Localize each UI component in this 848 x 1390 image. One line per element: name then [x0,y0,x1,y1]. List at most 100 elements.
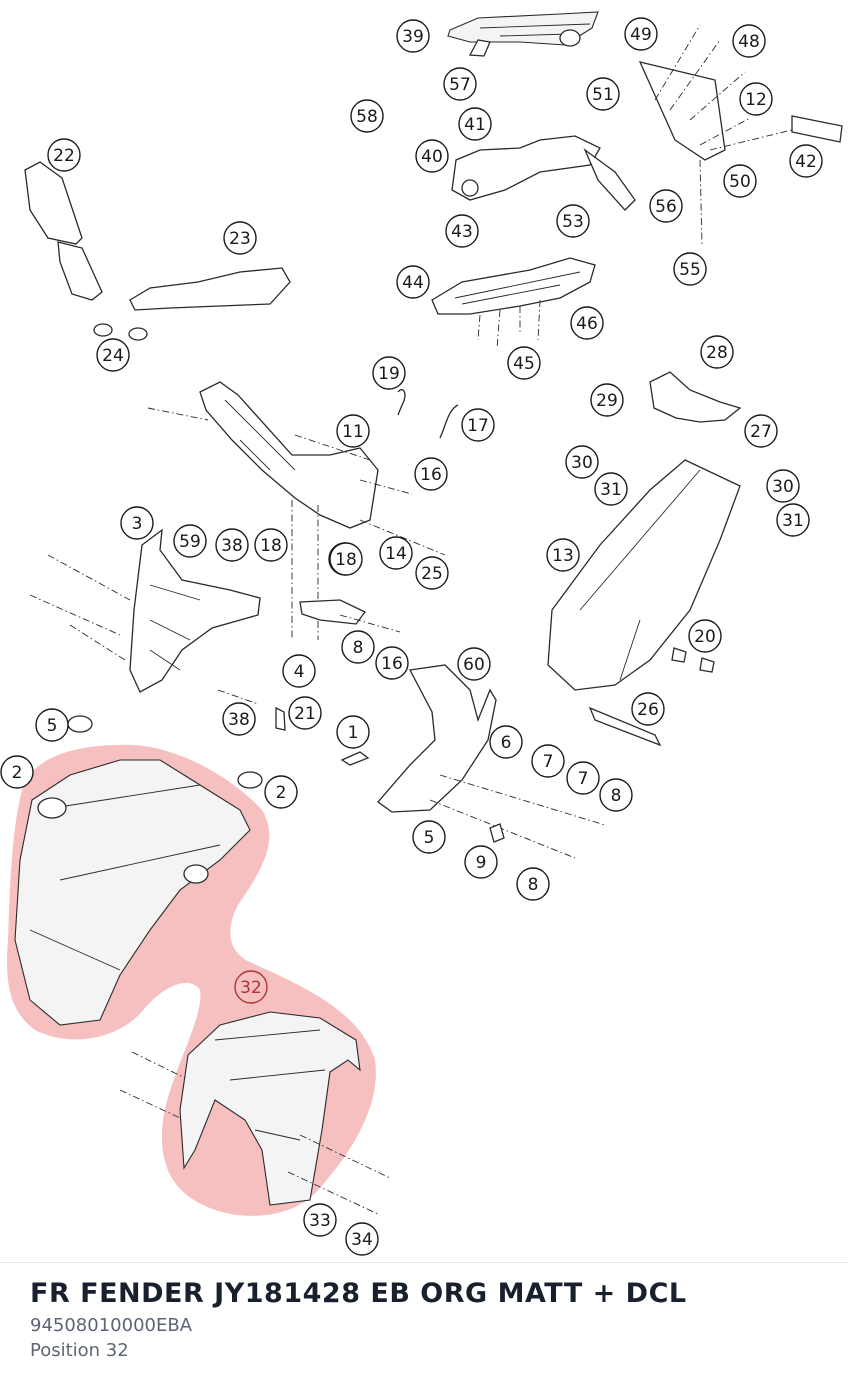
rear-view-mirrors [24,161,291,341]
callout-38[interactable]: 38 [215,528,249,562]
callout-14[interactable]: 14 [379,536,413,570]
callout-8[interactable]: 8 [341,630,375,664]
callout-circle [586,77,620,111]
callout-16[interactable]: 16 [375,646,409,680]
callout-number: 4 [294,662,305,682]
callout-circle [723,164,757,198]
callout-circle [350,99,384,133]
callout-11[interactable]: 11 [336,414,370,448]
callout-48[interactable]: 48 [732,24,766,58]
callout-circle [345,1222,379,1256]
callout-8[interactable]: 8 [599,778,633,812]
callout-circle [336,414,370,448]
callout-circle [458,107,492,141]
callout-circle [414,457,448,491]
callout-number: 24 [102,346,124,366]
callout-7[interactable]: 7 [531,744,565,778]
callout-circle [379,536,413,570]
callout-56[interactable]: 56 [649,189,683,223]
callout-42[interactable]: 42 [789,144,823,178]
callout-9[interactable]: 9 [464,845,498,879]
callout-circle [688,619,722,653]
callout-58[interactable]: 58 [350,99,384,133]
callout-16[interactable]: 16 [414,457,448,491]
callout-number: 33 [309,1211,331,1231]
callout-number: 40 [421,147,443,167]
callout-circle [461,408,495,442]
callout-circle [0,755,34,789]
callout-32[interactable]: 32 [234,970,268,1004]
callout-5[interactable]: 5 [412,820,446,854]
callout-31[interactable]: 31 [594,472,628,506]
callout-4[interactable]: 4 [282,654,316,688]
callout-27[interactable]: 27 [744,414,778,448]
callout-number: 11 [342,422,364,442]
callout-circle [443,67,477,101]
callout-55[interactable]: 55 [673,252,707,286]
callout-20[interactable]: 20 [688,619,722,653]
callout-51[interactable]: 51 [586,77,620,111]
callout-3[interactable]: 3 [120,506,154,540]
callout-circle [288,696,322,730]
callout-50[interactable]: 50 [723,164,757,198]
callout-39[interactable]: 39 [396,19,430,53]
callout-number: 39 [402,27,424,47]
callout-29[interactable]: 29 [590,383,624,417]
callout-circle [254,528,288,562]
callout-13[interactable]: 13 [546,538,580,572]
callout-2[interactable]: 2 [264,775,298,809]
callout-38[interactable]: 38 [222,702,256,736]
callout-28[interactable]: 28 [700,335,734,369]
callout-33[interactable]: 33 [303,1203,337,1237]
callout-8[interactable]: 8 [516,867,550,901]
callout-45[interactable]: 45 [507,346,541,380]
callout-18[interactable]: 18 [329,542,363,576]
callout-22[interactable]: 22 [47,138,81,172]
callout-41[interactable]: 41 [458,107,492,141]
callout-circle [700,335,734,369]
callout-12[interactable]: 12 [739,82,773,116]
callout-53[interactable]: 53 [556,204,590,238]
callout-1[interactable]: 1 [336,715,370,749]
callout-6[interactable]: 6 [489,725,523,759]
callout-30[interactable]: 30 [766,469,800,503]
callout-circle [173,524,207,558]
callout-19[interactable]: 19 [372,356,406,390]
callout-21[interactable]: 21 [288,696,322,730]
callout-17[interactable]: 17 [461,408,495,442]
callout-34[interactable]: 34 [345,1222,379,1256]
callout-number: 30 [571,453,593,473]
callout-5[interactable]: 5 [35,708,69,742]
callout-circle [531,744,565,778]
callout-26[interactable]: 26 [631,692,665,726]
callout-circle [649,189,683,223]
callout-18[interactable]: 18 [254,528,288,562]
callout-number: 51 [592,85,614,105]
callout-circle [766,469,800,503]
callout-circle [789,144,823,178]
callout-circle [464,845,498,879]
callout-number: 1 [348,723,359,743]
callout-46[interactable]: 46 [570,306,604,340]
callout-44[interactable]: 44 [396,265,430,299]
callout-number: 31 [600,480,622,500]
callout-number: 6 [501,733,512,753]
callout-25[interactable]: 25 [415,556,449,590]
callout-circle [35,708,69,742]
callout-49[interactable]: 49 [624,17,658,51]
callout-43[interactable]: 43 [445,214,479,248]
callout-number: 2 [276,783,287,803]
callout-circle [556,204,590,238]
callout-24[interactable]: 24 [96,338,130,372]
callout-40[interactable]: 40 [415,139,449,173]
callout-60[interactable]: 60 [457,647,491,681]
callout-circle [739,82,773,116]
callout-59[interactable]: 59 [173,524,207,558]
callout-57[interactable]: 57 [443,67,477,101]
callout-23[interactable]: 23 [223,221,257,255]
callout-30[interactable]: 30 [565,445,599,479]
callout-2[interactable]: 2 [0,755,34,789]
callout-7[interactable]: 7 [566,761,600,795]
callout-31[interactable]: 31 [776,503,810,537]
callout-number: 26 [637,700,659,720]
